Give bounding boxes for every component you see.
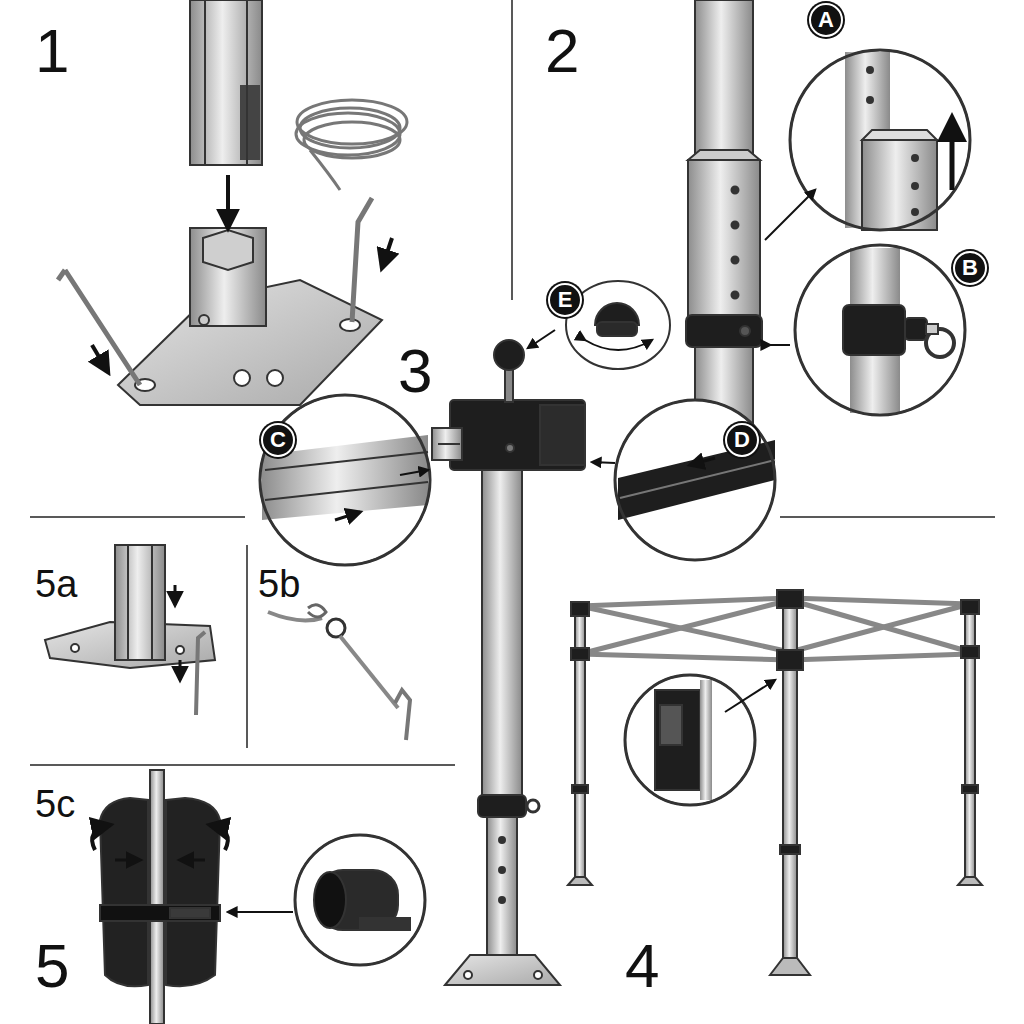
- callout-badge: E: [548, 283, 582, 317]
- callout-letter: C: [270, 429, 286, 451]
- step-number: 5c: [35, 785, 75, 823]
- step-number: 3: [398, 340, 432, 402]
- step-number: 5: [35, 935, 69, 997]
- step-number: 1: [35, 20, 69, 82]
- callout-letter: A: [818, 9, 834, 31]
- callout-badge: D: [725, 423, 759, 457]
- callout-letter: B: [962, 257, 978, 279]
- callout-badge: A: [809, 3, 843, 37]
- step-number: 2: [545, 20, 579, 82]
- callout-badge: C: [261, 423, 295, 457]
- callout-letter: E: [558, 289, 573, 311]
- callout-letter: D: [734, 429, 750, 451]
- step-number: 5a: [35, 565, 77, 603]
- step-number: 5b: [258, 565, 300, 603]
- step-number: 4: [625, 935, 659, 997]
- callout-badge: B: [953, 251, 987, 285]
